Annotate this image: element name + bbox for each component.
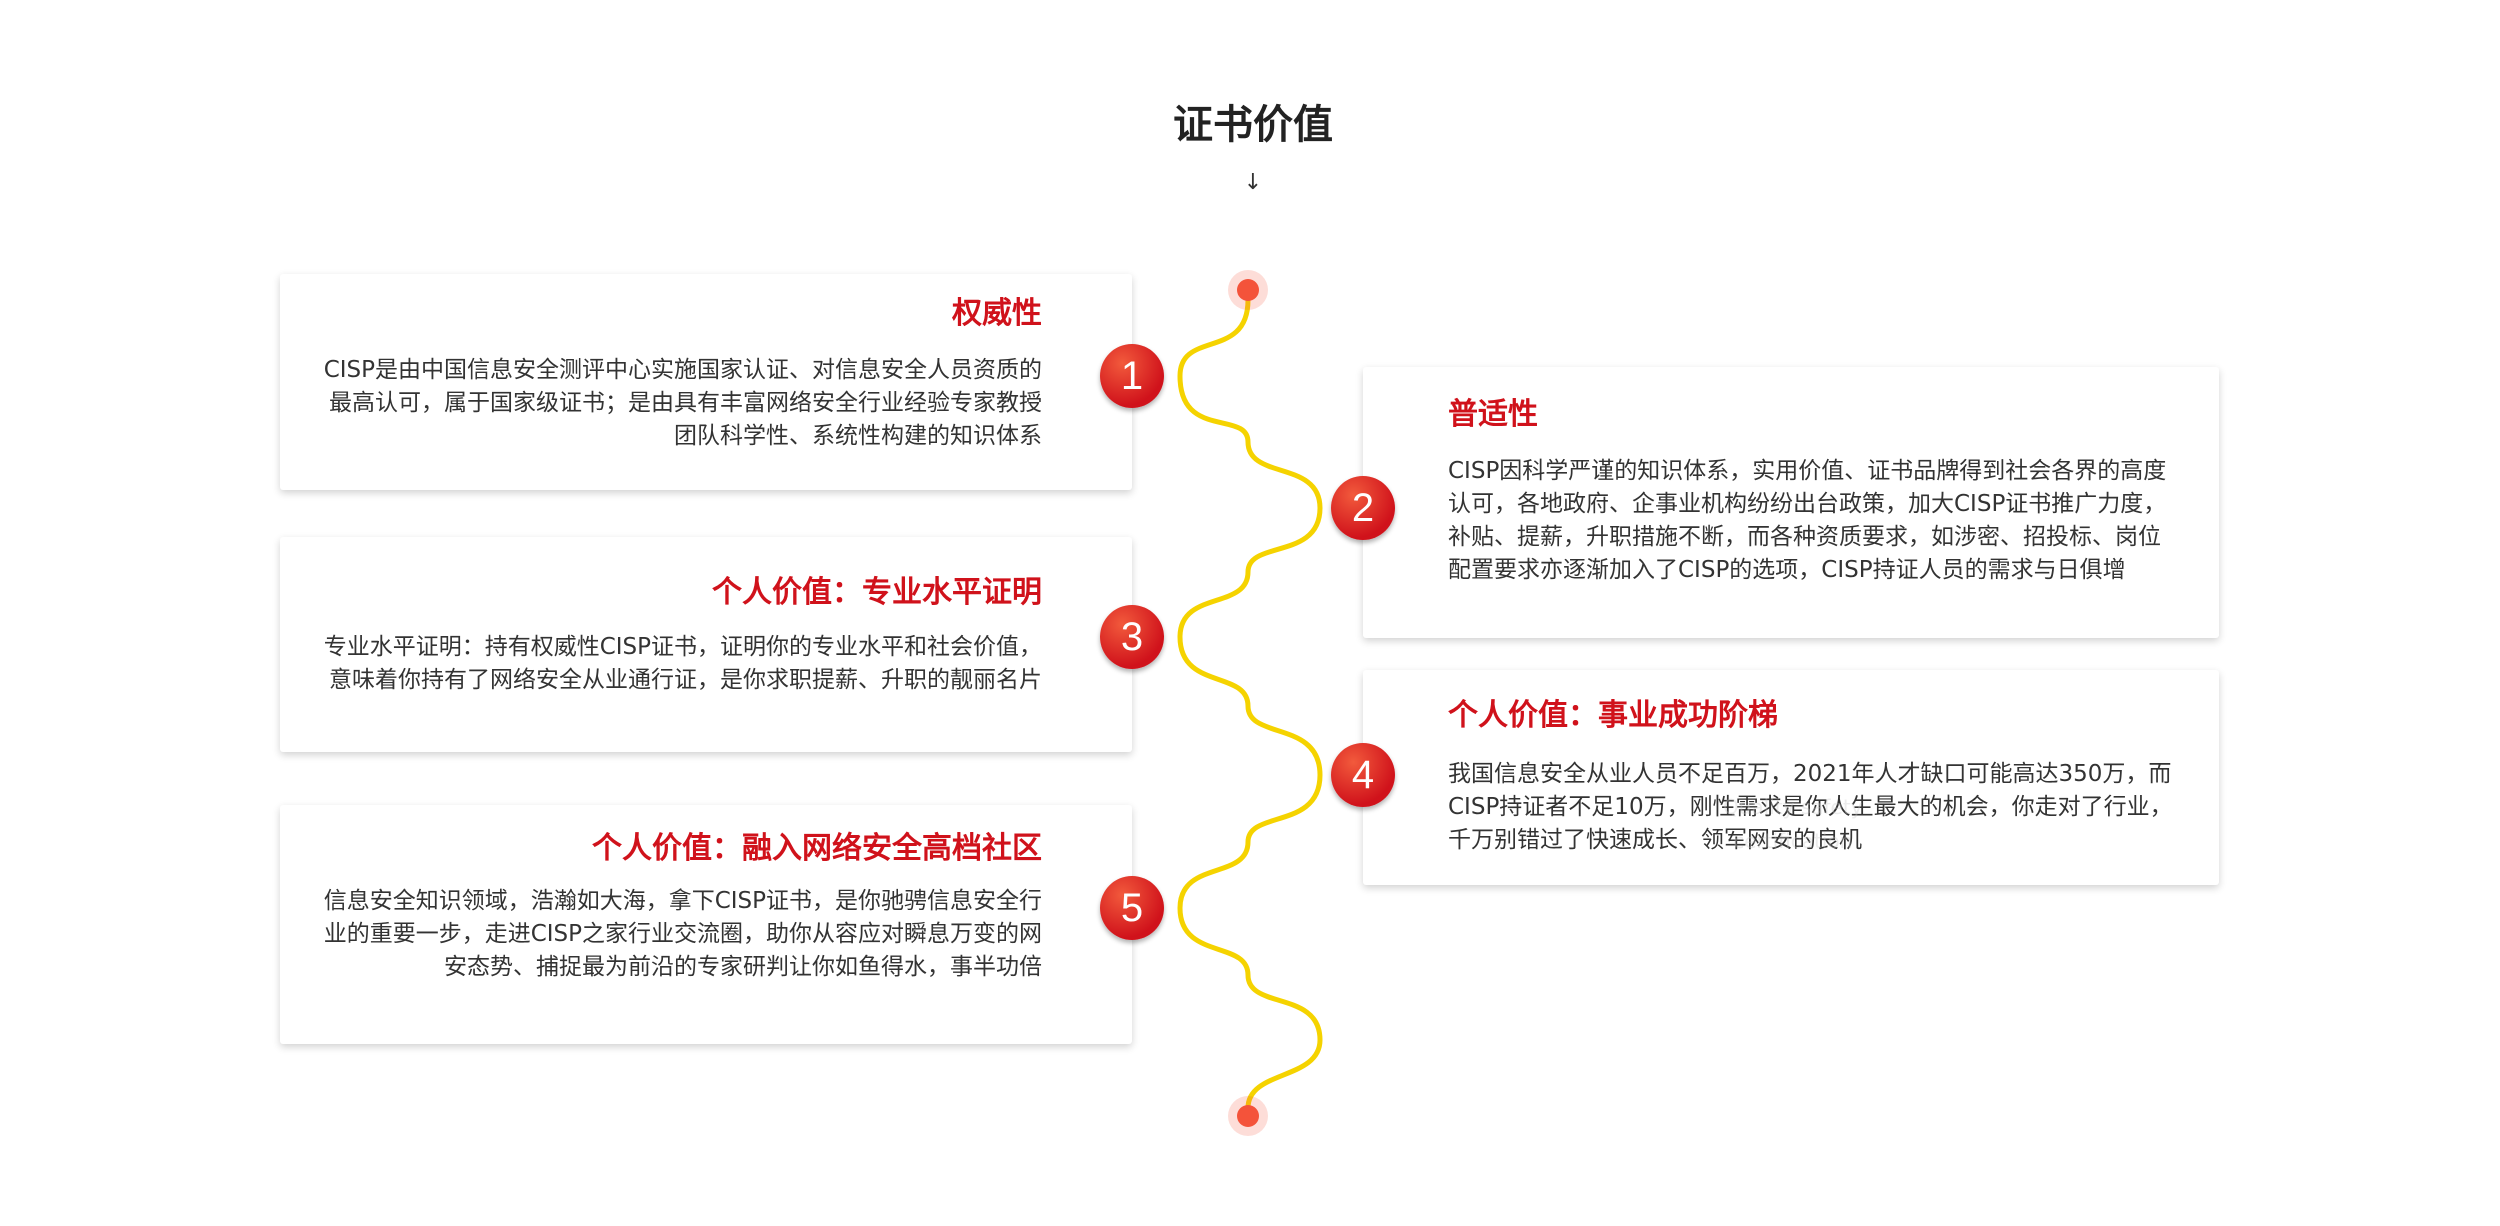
step-badge-2: 2 [1331,476,1395,540]
step-badge-4: 4 [1331,743,1395,807]
step-badge-3: 3 [1100,605,1164,669]
card-title: 普适性 [1448,397,1538,432]
card-title: 权威性 [952,296,1042,331]
card-body: 专业水平证明：持有权威性CISP证书，证明你的专业水平和社会价值，意味着你持有了… [323,634,1042,693]
arrow-down-icon: ↓ [1243,170,1263,195]
timeline-end-dot [1237,1105,1259,1127]
step-badge-1: 1 [1100,344,1164,408]
card-universality: 普适性 CISP因科学严谨的知识体系，实用价值、证书品牌得到社会各界的高度认可，… [1363,367,2219,638]
card-body: CISP是由中国信息安全测评中心实施国家认证、对信息安全人员资质的最高认可，属于… [323,357,1042,449]
step-badge-5: 5 [1100,876,1164,940]
timeline-start-dot [1237,279,1259,301]
watermark: Quality safety certification [1723,790,1863,858]
card-title: 个人价值：融入网络安全高档社区 [592,831,1042,866]
page-title: 证书价值 [1173,102,1333,148]
card-body: 我国信息安全从业人员不足百万，2021年人才缺口可能高达350万，而CISP持证… [1448,761,2173,853]
timeline-path [1177,299,1323,1109]
card-title: 个人价值：事业成功阶梯 [1448,698,1778,733]
card-body: 信息安全知识领域，浩瀚如大海，拿下CISP证书，是你驰骋信息安全行业的重要一步，… [323,888,1042,980]
card-body: CISP因科学严谨的知识体系，实用价值、证书品牌得到社会各界的高度认可，各地政府… [1448,458,2167,583]
card-professional-proof: 个人价值：专业水平证明 专业水平证明：持有权威性CISP证书，证明你的专业水平和… [280,537,1132,752]
card-authority: 权威性 CISP是由中国信息安全测评中心实施国家认证、对信息安全人员资质的最高认… [280,274,1132,490]
watermark-line: certification [1733,829,1853,853]
watermark-line: Quality safety [1723,795,1863,819]
card-community: 个人价值：融入网络安全高档社区 信息安全知识领域，浩瀚如大海，拿下CISP证书，… [280,805,1132,1044]
card-career-ladder: 个人价值：事业成功阶梯 我国信息安全从业人员不足百万，2021年人才缺口可能高达… [1363,670,2219,885]
card-title: 个人价值：专业水平证明 [712,575,1042,610]
